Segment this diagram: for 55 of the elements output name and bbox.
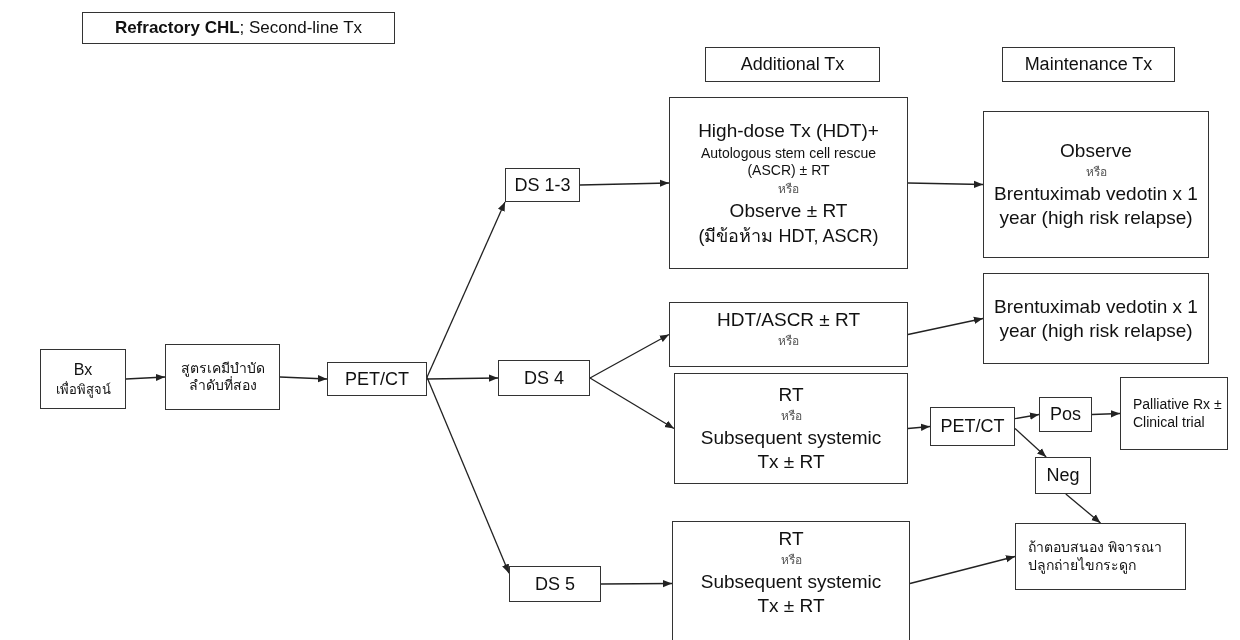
arrow [589,377,675,430]
node-text: High-dose Tx (HDT)+ [698,120,879,141]
process-box: สูตรเคมีบำบัดลำดับที่สอง [165,344,280,410]
node-text: Bx [73,360,93,378]
node-text: Observe ± RT [729,199,848,221]
arrow [426,374,499,382]
arrow [1065,493,1102,524]
arrow [1091,410,1121,418]
treatment-box: Palliative Rx ± Clinical trial [1120,377,1228,450]
treatment-box [669,302,908,367]
arrow [907,316,984,336]
node-text: หรือ [778,181,799,196]
arrow [426,376,510,574]
node-text: RT [778,384,804,406]
node-text: หรือ [780,552,802,567]
stage-box: DS 5 [509,566,601,602]
node-text: Subsequent systemic Tx ± RT [700,570,882,616]
arrow [589,333,670,379]
arrow [426,201,506,378]
stage-box: DS 1-3 [505,168,580,202]
treatment-box [669,97,908,269]
node-text: RT [778,528,804,549]
treatment-box [983,111,1209,258]
arrow [907,180,984,188]
result-box: Neg [1035,457,1091,494]
process-box [40,349,126,409]
column-header: Additional Tx [705,47,880,82]
node-text: หรือ [1085,165,1107,180]
node-text: หรือ [778,333,799,348]
arrow [125,373,166,382]
arrow [579,179,670,187]
stage-box: DS 4 [498,360,590,396]
node-text: Subsequent systemic Tx ± RT [700,427,882,472]
arrow [909,555,1016,585]
treatment-box [674,373,908,484]
treatment-box: Brentuximab vedotin x 1 year (high risk relapse) [983,273,1209,364]
node-text: Brentuximab vedotin x 1 year (high risk relapse) [994,183,1198,228]
arrow [1014,412,1040,420]
node-text: Observe [1060,140,1132,162]
result-box: Pos [1039,397,1092,432]
node-text: HDT/ASCR ± RT [716,309,861,330]
process-box: PET/CT [327,362,427,396]
arrow [600,579,673,588]
process-box: PET/CT [930,407,1015,446]
arrow [907,423,931,431]
node-text: เพื่อพิสูจน์ [55,381,111,397]
treatment-box [672,521,910,640]
node-text: (มีข้อห้าม HDT, ASCR) [698,225,879,246]
arrow [279,375,328,383]
node-text: หรือ [780,409,802,424]
column-header: Maintenance Tx [1002,47,1175,82]
arrow [1014,427,1047,458]
node-text: Autologous stem cell rescue (ASCR) ± RT [700,144,877,179]
title-box: Refractory CHL; Second-line Tx [82,12,395,44]
treatment-box: ถ้าตอบสนอง พิจารณาปลูกถ่ายไขกระดูก [1015,523,1186,590]
